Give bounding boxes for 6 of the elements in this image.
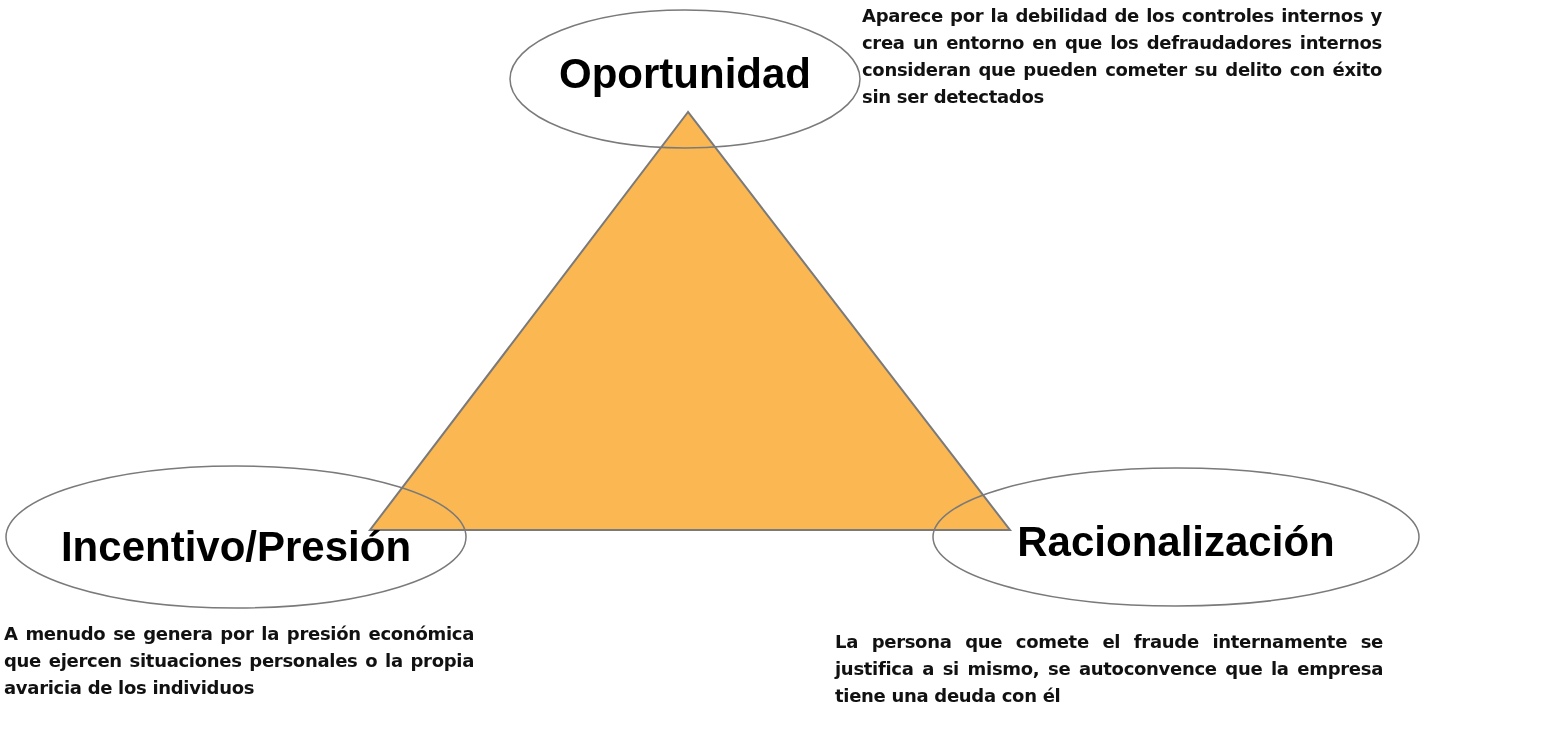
- factor-label: Oportunidad: [559, 50, 811, 98]
- factor-label: Incentivo/Presión: [60, 523, 412, 571]
- description-text: La persona que comete el fraude internamente se justifica a si mismo, se autoconvence que la empresa tiene una deuda con él: [835, 630, 1383, 708]
- description-text: Aparece por la debilidad de los controles internos y crea un entorno en que los defraudadores internos consideran que pueden cometer su delito con éxito sin ser detectados: [862, 4, 1382, 109]
- description-text: A menudo se genera por la presión económica que ejercen situaciones personales o la propia avaricia de los individuos: [4, 622, 474, 700]
- factor-label: Racionalización: [1017, 518, 1335, 566]
